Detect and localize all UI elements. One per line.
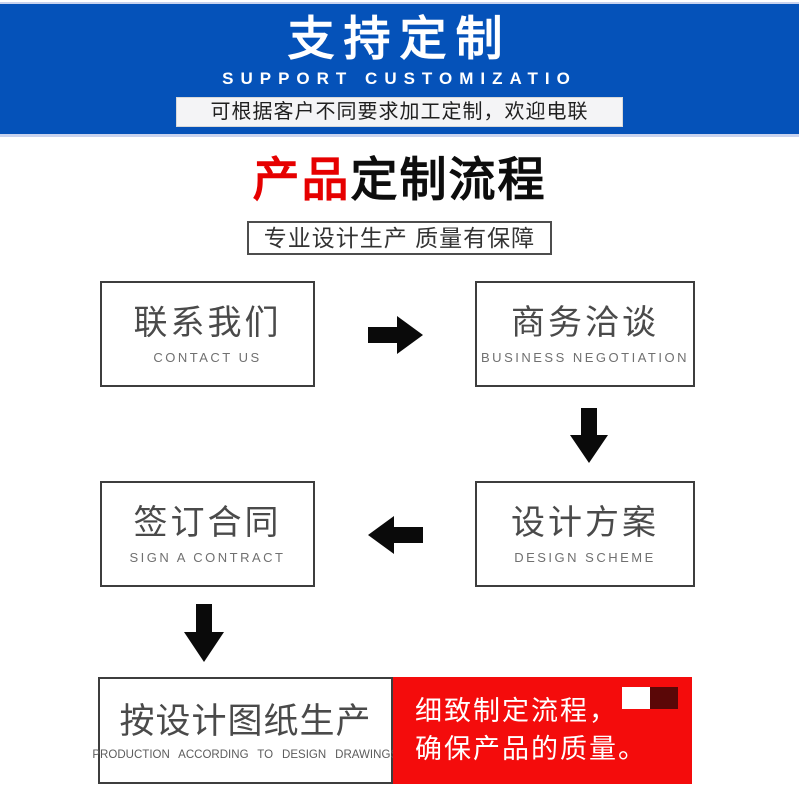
header-title: 支持定制: [287, 12, 512, 65]
flow-step-zh: 签订合同: [133, 504, 282, 542]
section-title-black: 定制流程: [350, 153, 547, 206]
flow-step-zh: 按设计图纸生产: [119, 701, 372, 741]
header-tagline-box: 可根据客户不同要求加工定制，欢迎电联: [176, 97, 623, 127]
decor-square-white: [622, 687, 650, 709]
header-subtitle: SUPPORT CUSTOMIZATIO: [222, 69, 577, 88]
arrow-down-icon: [570, 408, 608, 463]
quality-note-line2: 确保产品的质量。: [415, 734, 647, 764]
quality-note-box: 细致制定流程， 确保产品的质量。: [393, 677, 692, 784]
flow-step-design-scheme: 设计方案 DESIGN SCHEME: [475, 481, 695, 587]
flow-step-en: CONTACT US: [153, 350, 262, 365]
flow-step-en: SIGN A CONTRACT: [129, 550, 286, 565]
arrow-down-icon: [184, 604, 224, 662]
flow-step-contact-us: 联系我们 CONTACT US: [100, 281, 315, 387]
header-banner: 支持定制 SUPPORT CUSTOMIZATIO 可根据客户不同要求加工定制，…: [0, 2, 799, 137]
arrow-right-icon: [368, 316, 423, 354]
flow-step-business-negotiation: 商务洽谈 BUSINESS NEGOTIATION: [475, 281, 695, 387]
flow-step-en: DESIGN SCHEME: [514, 550, 656, 565]
decor-square-dark: [650, 687, 678, 709]
section-tagline-box: 专业设计生产 质量有保障: [246, 221, 553, 255]
section-tagline-row: 专业设计生产 质量有保障: [0, 221, 799, 255]
flow-step-zh: 设计方案: [511, 504, 659, 542]
section-title-red: 产品: [252, 153, 351, 206]
quality-note-line1: 细致制定流程，: [415, 696, 618, 726]
flow-step-production: 按设计图纸生产 PRODUCTION ACCORDING TO DESIGN D…: [93, 677, 398, 784]
flow-step-zh: 联系我们: [133, 304, 282, 342]
flow-step-en: PRODUCTION ACCORDING TO DESIGN DRAWINGS: [92, 746, 399, 761]
arrow-left-icon: [368, 516, 423, 554]
flow-step-en: BUSINESS NEGOTIATION: [481, 350, 689, 365]
flow-step-zh: 商务洽谈: [511, 304, 659, 342]
flow-step-sign-contract: 签订合同 SIGN A CONTRACT: [100, 481, 315, 587]
section-title: 产品定制流程: [0, 152, 799, 208]
